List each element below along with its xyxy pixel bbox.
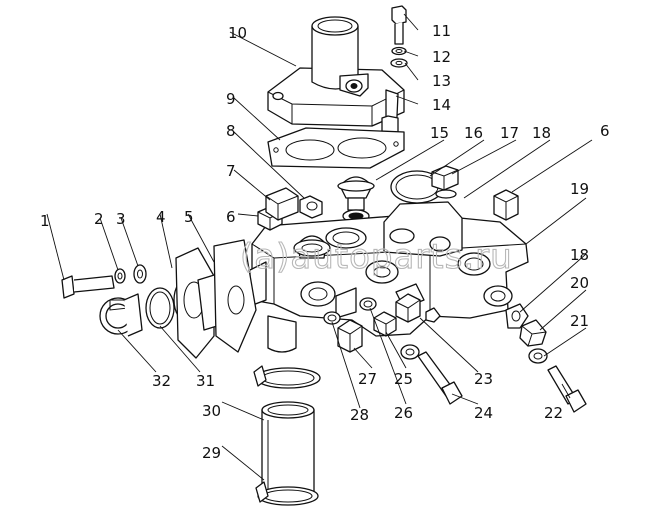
callout-7: 7 [226,162,236,180]
part-washer-28 [323,311,341,325]
part-adapter-fitting [265,187,299,221]
part-plug-23 [395,293,441,323]
callout-30: 30 [202,402,221,420]
callout-16: 16 [464,124,483,142]
callout-9: 9 [226,90,236,108]
callout-23: 23 [474,370,493,388]
callout-5: 5 [184,208,194,226]
callout-13: 13 [432,72,451,90]
leader-lines [46,13,593,481]
part-thermostat [337,176,375,223]
callout-22: 22 [544,404,563,422]
callout-10: 10 [228,24,247,42]
part-spring-washer [391,46,407,56]
part-plug-right [493,189,519,221]
part-cover-gasket [267,127,405,169]
callout-21: 21 [570,312,589,330]
callout-17: 17 [500,124,519,142]
part-washer-24 [400,344,420,360]
callout-6-right: 6 [600,122,610,140]
callout-14: 14 [432,96,451,114]
callout-29: 29 [202,444,221,462]
callout-labels: 1 2 3 4 5 6 6 7 8 9 10 11 12 13 14 15 16… [40,22,610,462]
callout-1: 1 [40,212,50,230]
part-hose-clamp-lower [255,481,319,506]
part-nut-20 [519,319,547,347]
callout-24: 24 [474,404,493,422]
callout-18-top: 18 [532,124,551,142]
callout-8: 8 [226,122,236,140]
part-hose [261,401,315,502]
callout-3: 3 [116,210,126,228]
part-washer-small [114,268,126,284]
part-washer-21 [528,348,548,364]
callout-11: 11 [432,22,451,40]
callout-28: 28 [350,406,369,424]
part-long-bolt-22 [547,365,587,413]
callout-19: 19 [570,180,589,198]
callout-31: 31 [196,372,215,390]
part-drain-plug [431,165,459,199]
callout-6-left: 6 [226,208,236,226]
callout-12: 12 [432,48,451,66]
part-cover-bolt [391,5,407,45]
callout-18-bottom: 18 [570,246,589,264]
part-washer-medium [133,264,147,284]
callout-20: 20 [570,274,589,292]
part-hose-clamp-upper [253,365,321,389]
part-o-ring-left [145,287,175,329]
part-plug-27 [337,319,363,353]
callout-26: 26 [394,404,413,422]
part-plug-25 [373,311,397,337]
part-long-bolt-left [61,275,115,299]
part-flat-washer [390,58,408,68]
part-long-bolt-24 [417,351,463,405]
part-thermostat-cover [267,16,405,127]
callout-27: 27 [358,370,377,388]
callout-2: 2 [94,210,104,228]
part-pipe-flange [197,239,257,353]
callout-4: 4 [156,208,166,226]
part-flange-cover [99,293,143,337]
callout-32: 32 [152,372,171,390]
callout-15: 15 [430,124,449,142]
watermark-text: (a)autoparts.ru [240,237,513,277]
part-sensor [299,195,323,219]
part-washer-26 [359,297,377,311]
callout-25: 25 [394,370,413,388]
